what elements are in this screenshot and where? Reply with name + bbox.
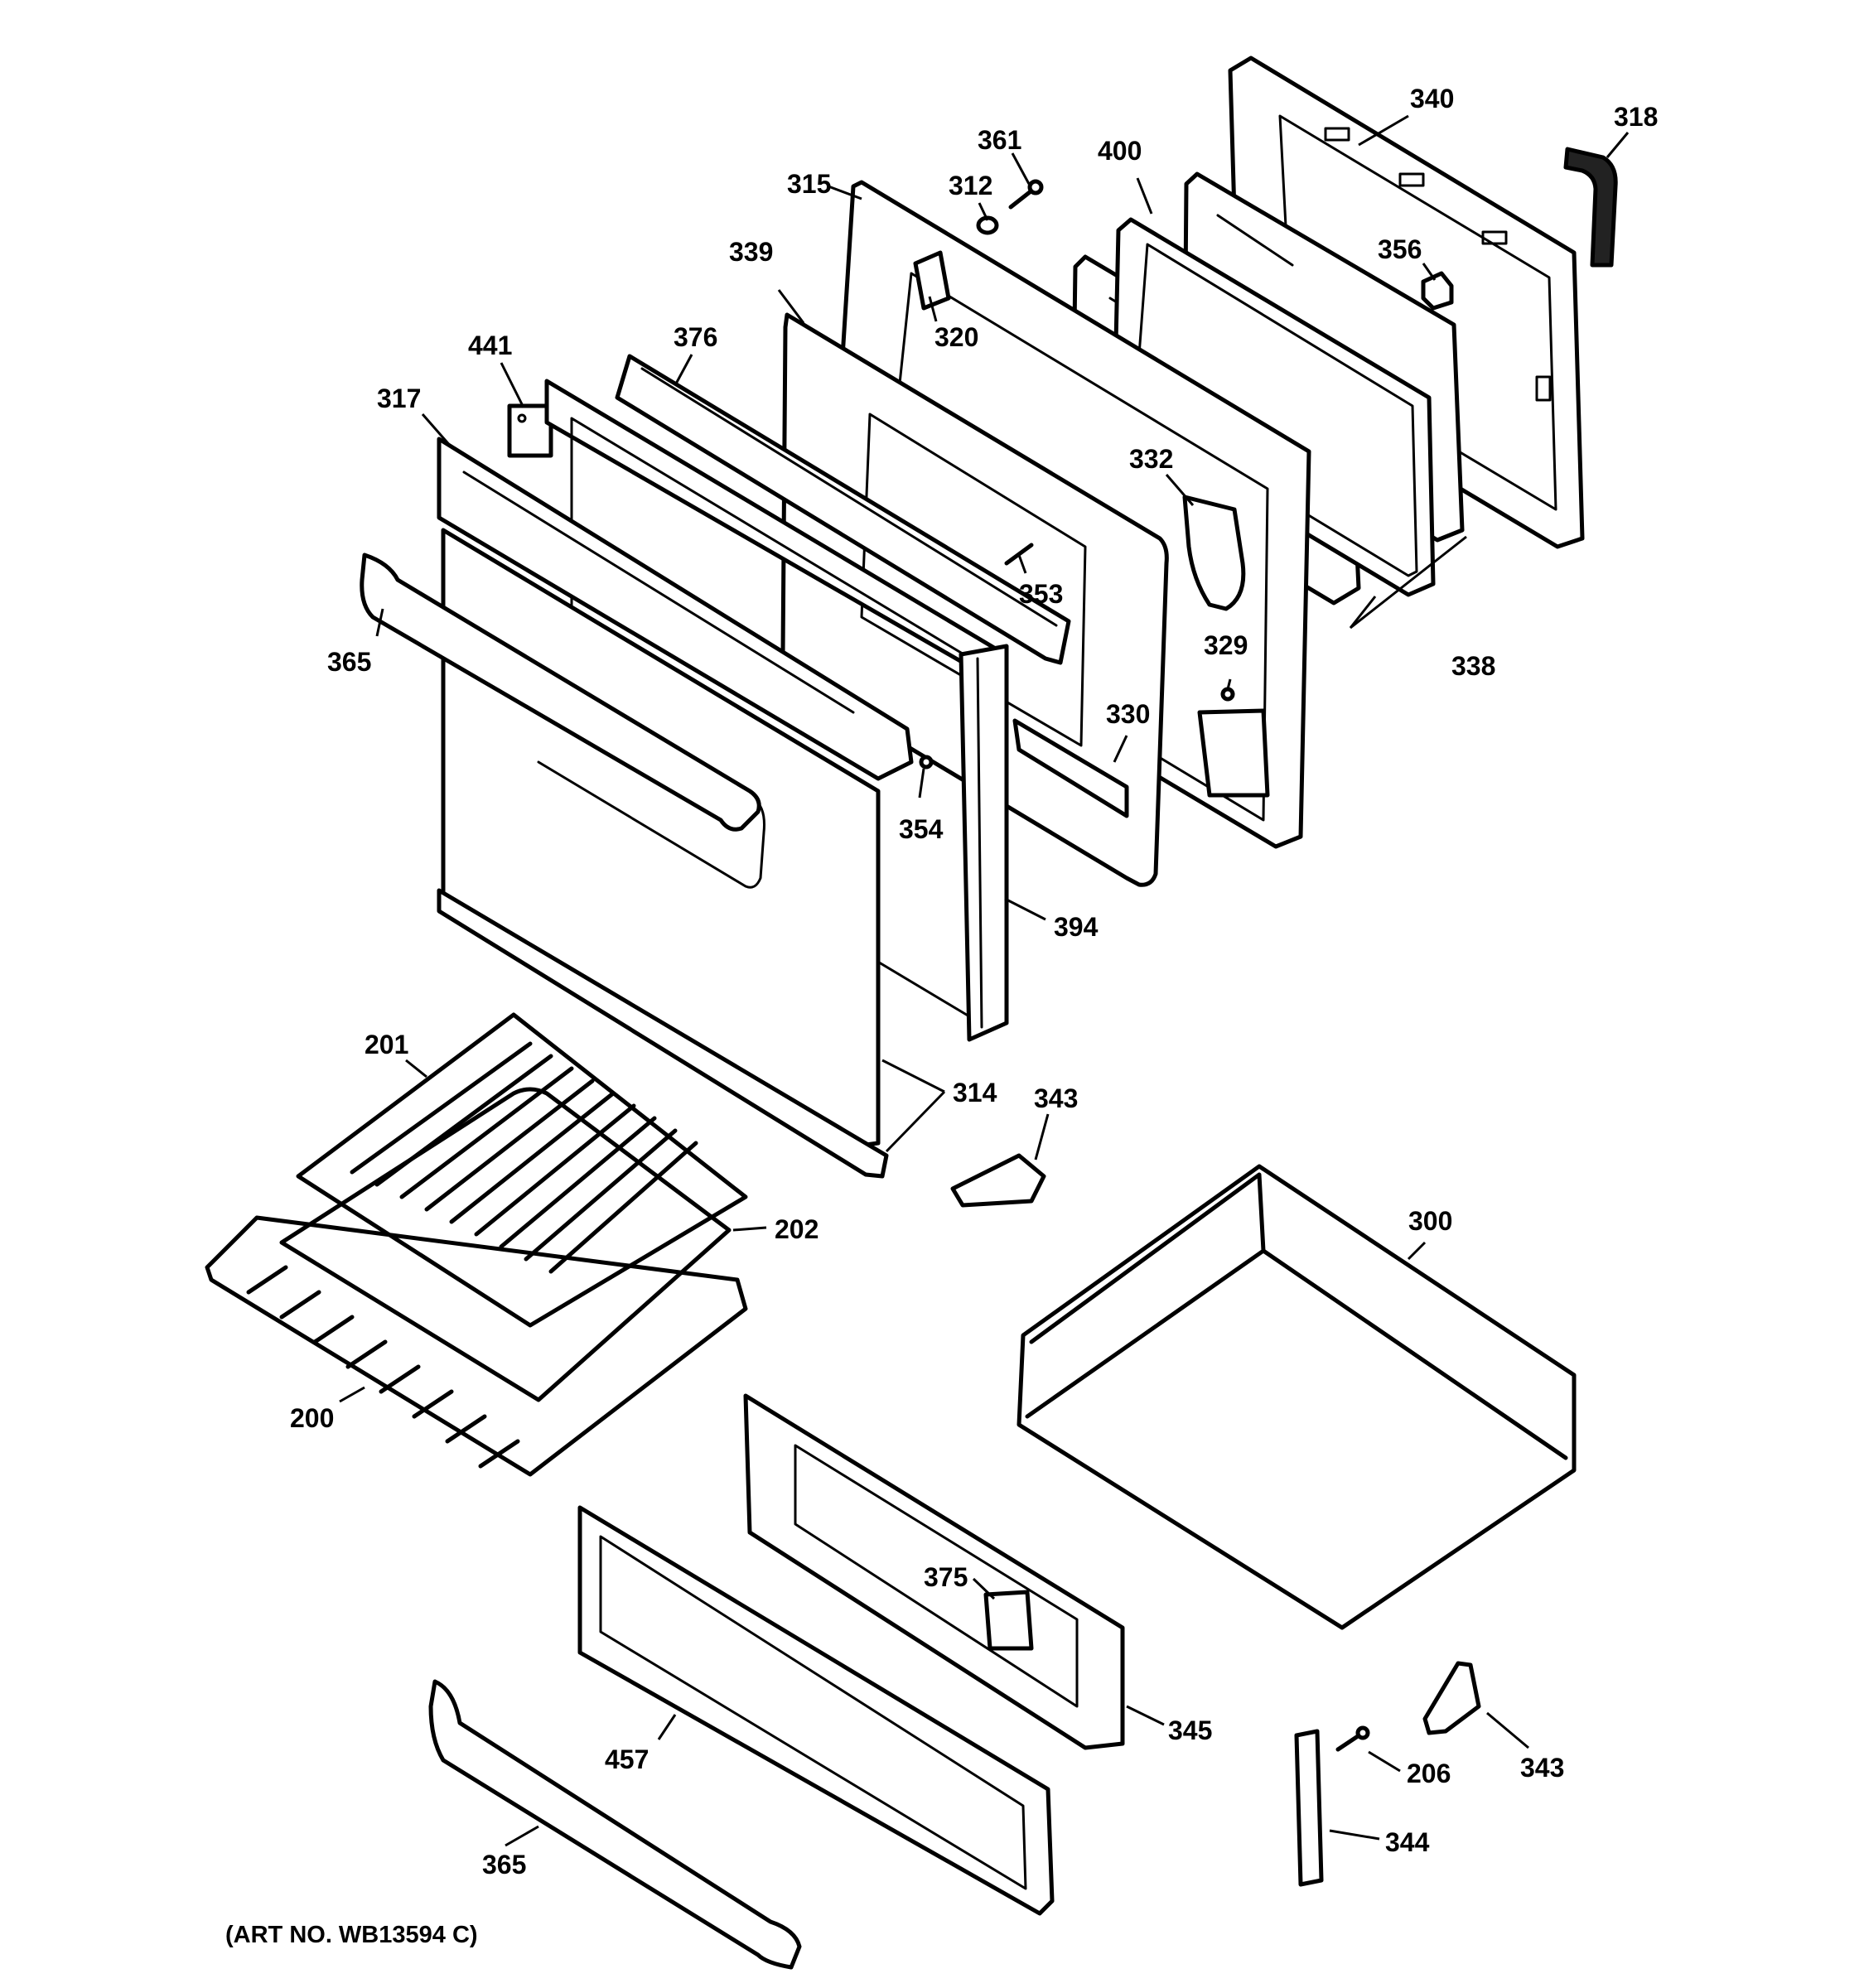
callout-441: 441	[468, 331, 512, 360]
callout-375: 375	[924, 1562, 968, 1592]
callout-318: 318	[1614, 102, 1658, 132]
part-343-drawer-slide-lower	[1422, 1661, 1481, 1735]
part-317-top-vent-panel	[437, 437, 914, 781]
callout-343-upper: 343	[1034, 1083, 1078, 1113]
part-320-hinge-bracket	[913, 250, 951, 311]
part-365-door-handle	[360, 552, 761, 832]
callout-365-door: 365	[327, 647, 371, 677]
callout-329: 329	[1204, 630, 1248, 660]
callout-339: 339	[729, 237, 773, 267]
callout-356: 356	[1378, 234, 1422, 264]
callout-300: 300	[1408, 1206, 1452, 1236]
part-344-rail	[1294, 1729, 1324, 1887]
callout-317: 317	[377, 384, 421, 413]
callout-353: 353	[1019, 579, 1063, 609]
part-376-door-top-trim	[615, 354, 1071, 665]
part-375-bracket	[983, 1590, 1034, 1651]
callout-206: 206	[1407, 1759, 1451, 1788]
part-201-broiler-pan-insert	[296, 1012, 748, 1328]
part-394-side-channel	[959, 644, 1009, 1042]
part-457-drawer-front	[577, 1505, 1055, 1916]
callout-338: 338	[1451, 651, 1495, 681]
callout-340: 340	[1410, 84, 1454, 113]
part-365-drawer-handle	[428, 1679, 802, 1970]
callout-201: 201	[365, 1030, 408, 1059]
leader-lines	[339, 114, 1630, 1847]
part-330-window-insert	[1012, 718, 1129, 818]
part-200-oven-rack	[205, 1215, 748, 1477]
callout-320: 320	[934, 322, 978, 352]
callout-200: 200	[290, 1403, 334, 1433]
callout-332: 332	[1129, 444, 1173, 474]
part-345-drawer-inner-panel	[743, 1393, 1125, 1750]
callout-312: 312	[949, 171, 992, 200]
callout-400: 400	[1098, 136, 1142, 166]
part-202-broiler-pan	[279, 1087, 732, 1402]
callout-344: 344	[1385, 1827, 1430, 1857]
callout-376: 376	[674, 322, 717, 352]
part-329-screw	[1220, 687, 1235, 702]
callout-314: 314	[953, 1078, 997, 1107]
callout-394: 394	[1054, 912, 1099, 942]
part-353-screw	[1004, 543, 1034, 566]
art-number: (ART NO. WB13594 C)	[225, 1922, 478, 1948]
part-343-drawer-slide-upper	[950, 1153, 1046, 1208]
callout-354: 354	[899, 814, 944, 844]
callout-365-drawer: 365	[482, 1850, 526, 1879]
callout-345: 345	[1168, 1715, 1212, 1745]
part-356-bracket	[1421, 271, 1454, 311]
part-441-hinge	[507, 403, 553, 458]
part-354-screw	[919, 755, 934, 770]
part-206-screw	[1335, 1725, 1370, 1752]
part-300-drawer-box	[1017, 1164, 1577, 1630]
callout-315: 315	[787, 169, 831, 199]
part-314-bottom-trim	[437, 888, 889, 1179]
part-332-insulation	[1182, 495, 1246, 611]
callout-202: 202	[775, 1214, 819, 1244]
callout-361: 361	[978, 125, 1021, 155]
callout-343-lower: 343	[1520, 1753, 1564, 1783]
callout-457: 457	[605, 1744, 649, 1774]
part-318-gasket	[1563, 147, 1618, 268]
part-361-screw	[1008, 179, 1044, 210]
part-hinge-lower-right	[1197, 708, 1270, 798]
callout-330: 330	[1106, 699, 1150, 729]
